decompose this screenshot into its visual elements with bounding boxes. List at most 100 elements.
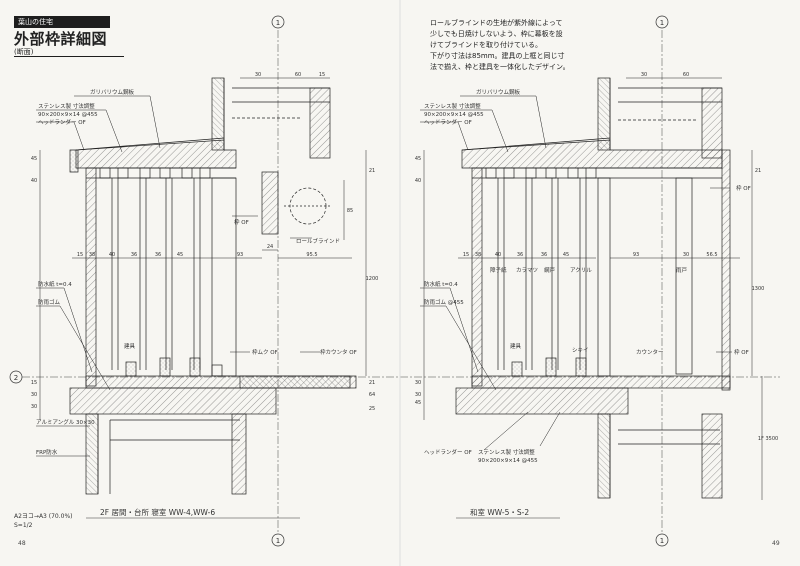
page-title: 外部枠詳細図 xyxy=(14,30,108,48)
dim-text: 15 xyxy=(77,252,83,258)
label-header-od-b: ヘッドランダー OF xyxy=(424,448,472,456)
description-line: けてブラインドを取り付けている。 xyxy=(430,41,542,49)
inner-frame xyxy=(211,177,237,377)
head-frame-right xyxy=(461,139,723,169)
grid-label: 1 xyxy=(276,537,280,545)
lower-post xyxy=(231,413,247,495)
label-galvalume-right: ガリバリウム鋼板 xyxy=(476,88,521,96)
label-flashing-right: 防水紙 t=0.4 xyxy=(424,280,458,288)
label-bolt-spec: 90×200×9×14 @455 xyxy=(38,112,98,118)
sill-board-right xyxy=(471,375,731,389)
dim-text: 36 xyxy=(155,252,161,258)
dim-text: 21 xyxy=(369,168,375,174)
description-line: 下がり寸法は85mm。建具の上框と同じ寸 xyxy=(430,52,565,60)
label-sill-od: 枠ムク OF xyxy=(252,348,278,356)
grid-label: 1 xyxy=(660,19,664,27)
grid-bubble-1-right-bottom xyxy=(655,533,669,547)
title-rule xyxy=(14,56,124,57)
grid-axes xyxy=(22,30,780,536)
grid-bubble-1-right xyxy=(655,15,669,29)
dim-text: 95.5 xyxy=(306,252,317,258)
label-rubber-right: 防雨ゴム @455 xyxy=(424,298,464,306)
dim-text: 40 xyxy=(415,178,421,184)
dim-text: 60 xyxy=(295,72,301,78)
scale-note-line: S=1/2 xyxy=(14,522,33,529)
label-sill-od-right: 枠 OF xyxy=(734,348,749,356)
rain-shutter xyxy=(675,177,693,375)
dim-text: 1300 xyxy=(752,286,765,292)
label-ext-insul: アルミアングル 30×30 xyxy=(36,418,95,426)
label-rubber: 防雨ゴム xyxy=(38,298,61,306)
dim-text: 93 xyxy=(633,252,639,258)
label-stainless-bolt: ステンレス製 寸法調整 xyxy=(38,102,95,110)
label-frame-od: 枠 OF xyxy=(234,218,249,226)
sill-frame-right xyxy=(455,387,629,415)
label-roll-blind: ロールブラインド xyxy=(296,237,340,245)
dim-text: 36 xyxy=(541,252,547,258)
label-bolt-spec-b: 90×200×9×14 @455 xyxy=(478,458,538,464)
label-header-od-right: ヘッドランダー OF xyxy=(424,118,472,126)
dim-text: 64 xyxy=(369,392,375,398)
left-jamb-right xyxy=(471,167,483,387)
description-line: 少しでも日焼けしないよう、枠に幕板を設 xyxy=(430,30,563,38)
dim-text: 30 xyxy=(683,252,689,258)
dim-text: 40 xyxy=(31,178,37,184)
label-stainless-bolt-right: ステンレス製 寸法調整 xyxy=(424,102,481,110)
label-header-od: ヘッドランダー OF xyxy=(38,118,86,126)
dim-text: 15 xyxy=(463,252,469,258)
grid-label: 2 xyxy=(14,374,18,382)
label-galvalume: ガリバリウム鋼板 xyxy=(90,88,135,96)
grid-label: 1 xyxy=(660,537,664,545)
upper-beam xyxy=(309,87,331,159)
dim-text: 15 xyxy=(319,72,325,78)
description-line: ロールブラインドの生地が紫外線によって xyxy=(430,19,563,27)
label-sill-plate: シキイ xyxy=(572,348,589,354)
dim-text: 60 xyxy=(683,72,689,78)
label-frame-od-right: 枠 OF xyxy=(736,184,751,192)
right-detail xyxy=(420,77,763,500)
grid-bubble-1-left-bottom xyxy=(271,533,285,547)
dim-text: 1F 3500 xyxy=(758,436,778,442)
dim-text: 85 xyxy=(347,208,353,214)
dim-text: 40 xyxy=(109,252,115,258)
description-line: 法で揃え、枠と建具を一体化したデザイン。 xyxy=(430,63,570,71)
dim-text: 36 xyxy=(517,252,523,258)
label-bottom-frame: カウンター xyxy=(636,348,664,356)
lower-wall-right xyxy=(597,413,611,499)
caption-left: 2F 居間・台所 寝室 WW-4,WW-6 xyxy=(100,507,215,517)
dim-text: 30 xyxy=(641,72,647,78)
left-jamb xyxy=(85,167,97,387)
right-wall-post xyxy=(721,149,731,391)
dim-text: 40 xyxy=(495,252,501,258)
upper-beam-right xyxy=(701,87,723,159)
grid-bubbles xyxy=(9,15,669,547)
page-number-left: 48 xyxy=(18,540,26,547)
dim-text: 45 xyxy=(31,156,37,162)
dim-text: 36 xyxy=(131,252,137,258)
dim-text: 45 xyxy=(563,252,569,258)
dim-text: 93 xyxy=(237,252,243,258)
scale-note: A2ヨコ→A3 (70.0%) S=1/2 xyxy=(14,512,73,530)
dim-text: 38 xyxy=(475,252,481,258)
label-bolt-spec-right: 90×200×9×14 @455 xyxy=(424,112,484,118)
left-detail xyxy=(36,77,367,495)
upper-wall-siding xyxy=(211,77,225,151)
dim-text: 1200 xyxy=(366,276,379,282)
label-paper-d: アクリル xyxy=(570,267,592,274)
upper-wall-siding-right xyxy=(597,77,611,151)
dim-text: 30 xyxy=(31,404,37,410)
label-floor-od: 枠カウンタ OF xyxy=(320,348,357,356)
label-screen: 雨戸 xyxy=(676,267,688,274)
head-comb-right xyxy=(485,167,597,179)
grid-bubble-2 xyxy=(9,370,23,384)
description-text: ロールブラインドの生地が紫外線によって 少しでも日焼けしないよう、枠に幕板を設 … xyxy=(430,18,570,73)
dim-text: 45 xyxy=(415,400,421,406)
right-detail-dims: 60 30 21 15 38 40 36 36 45 93 30 56.5 13… xyxy=(415,72,778,442)
label-sash: 建具 xyxy=(124,342,136,350)
page-number-right: 49 xyxy=(772,540,780,547)
head-comb xyxy=(99,167,211,179)
caption-right: 和室 WW-5・S-2 xyxy=(470,507,529,517)
head-frame xyxy=(75,139,237,169)
